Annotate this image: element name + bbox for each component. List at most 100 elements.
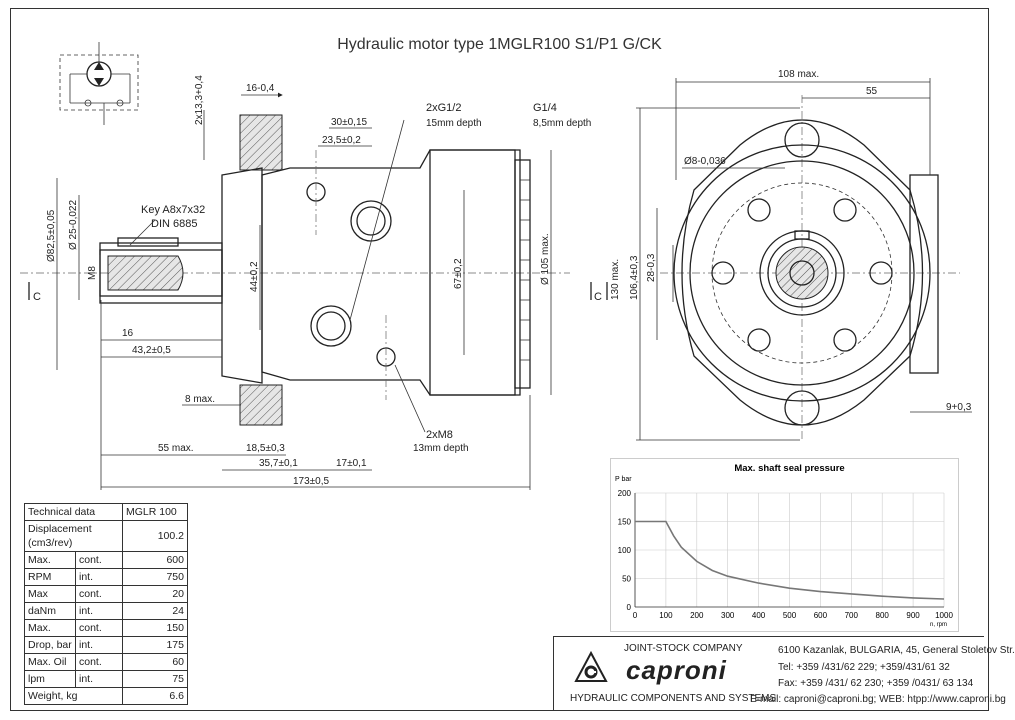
table-row: Max.cont.150: [24, 619, 188, 637]
thread-label: 2xM8: [426, 429, 453, 441]
dim-30-label: 30±0,15: [331, 117, 368, 128]
dim-432-label: 43,2±0,5: [132, 345, 171, 356]
technical-data-table: Technical data MGLR 100 Displacement (cm…: [24, 503, 188, 705]
row-value: 175: [122, 636, 188, 654]
company-fax: Fax: +359 /431/ 62 230; +359 /0431/ 63 1…: [778, 678, 974, 689]
side-dimensions: [28, 92, 592, 490]
row-label: Drop, bar: [24, 636, 76, 654]
company-name: caproni: [626, 655, 727, 685]
dim-9-label: 9+0,3: [946, 402, 972, 413]
dim-2x133-label: 2x13,3+0,4: [194, 75, 205, 125]
dim-130-label: 130 max.: [610, 259, 621, 300]
dim-28-label: 28-0,3: [646, 253, 657, 282]
dim-8036-label: Ø8-0,036: [684, 156, 726, 167]
row-mode: cont.: [75, 619, 123, 637]
table-header-row: Technical data MGLR 100: [24, 503, 188, 521]
dim-235-label: 23,5±0,2: [322, 135, 361, 146]
row-value: 24: [122, 602, 188, 620]
front-dimensions: [606, 78, 972, 441]
company-type: JOINT-STOCK COMPANY: [624, 643, 743, 654]
row-label: Max. Oil: [24, 653, 76, 671]
section-c-right-label: C: [594, 291, 602, 303]
dim-55-label: 55: [866, 86, 878, 97]
thread-depth-label: 13mm depth: [413, 443, 469, 454]
row-value: 600: [122, 551, 188, 569]
hydraulic-symbol-icon: [59, 42, 139, 125]
row-value: 100.2: [122, 520, 188, 552]
row-label: Max: [24, 585, 76, 603]
y-tick-label: 150: [618, 518, 632, 527]
y-tick-label: 200: [618, 489, 632, 498]
din-label: DIN 6885: [151, 218, 197, 230]
drawing-frame: [10, 8, 989, 711]
row-value: 60: [122, 653, 188, 671]
x-tick-label: 100: [659, 611, 673, 620]
row-label: daNm: [24, 602, 76, 620]
row-label: Max.: [24, 551, 76, 569]
row-mode: cont.: [75, 653, 123, 671]
dim-185-label: 18,5±0,3: [246, 443, 285, 454]
row-label: RPM: [24, 568, 76, 586]
dim-m8-label: M8: [87, 266, 98, 280]
x-tick-label: 0: [633, 611, 638, 620]
dim-55max-label: 55 max.: [158, 443, 194, 454]
pressure-series-line: [635, 520, 945, 600]
dim-825-label: Ø82,5±0,05: [46, 209, 57, 262]
dim-67-label: 67±0,2: [453, 258, 464, 289]
company-tel: Tel: +359 /431/62 229; +359/431/61 32: [778, 662, 950, 673]
drawing-title: Hydraulic motor type 1MGLR100 S1/P1 G/CK: [337, 36, 662, 53]
x-tick-label: 900: [906, 611, 920, 620]
port-drain-depth-label: 8,5mm depth: [533, 118, 591, 129]
table-header-label: Technical data: [24, 503, 123, 521]
x-tick-label: 200: [690, 611, 704, 620]
caproni-logo-icon: [574, 650, 608, 682]
dim-25-label: Ø 25-0,022: [68, 200, 79, 250]
y-tick-label: 50: [622, 575, 631, 584]
dim-17-label: 17±0,1: [336, 458, 367, 469]
y-tick-label: 0: [627, 603, 632, 612]
x-tick-label: 1000: [935, 611, 953, 620]
dim-16b-label: 16: [122, 328, 134, 339]
dim-44-label: 44±0,2: [249, 261, 260, 292]
port-drain-label: G1/4: [533, 102, 557, 114]
company-tagline: HYDRAULIC COMPONENTS AND SYSTEMS: [570, 693, 777, 704]
y-tick-label: 100: [618, 546, 632, 555]
x-axis-label: n, rpm: [930, 622, 947, 628]
row-label: Weight, kg: [24, 687, 123, 705]
motor-front-view: [660, 95, 960, 440]
key-label: Key A8x7x32: [141, 204, 205, 216]
dim-108-label: 108 max.: [778, 69, 819, 80]
x-tick-label: 800: [876, 611, 890, 620]
row-mode: cont.: [75, 585, 123, 603]
row-value: 75: [122, 670, 188, 688]
x-tick-label: 700: [845, 611, 859, 620]
row-label: Displacement (cm3/rev): [24, 520, 123, 552]
row-value: 6.6: [122, 687, 188, 705]
row-value: 750: [122, 568, 188, 586]
motor-side-view: [20, 114, 570, 426]
section-c-left-label: C: [33, 291, 41, 303]
row-value: 20: [122, 585, 188, 603]
company-email: E-mail: caproni@caproni.bg; WEB: htpp://…: [750, 694, 1006, 705]
x-tick-label: 300: [721, 611, 735, 620]
table-header-model: MGLR 100: [122, 503, 188, 521]
row-mode: int.: [75, 636, 123, 654]
company-address: 6100 Kazanlak, BULGARIA, 45, General Sto…: [778, 645, 1015, 656]
dim-173-label: 173±0,5: [293, 476, 330, 487]
dim-16-label: 16-0,4: [246, 83, 275, 94]
row-label: lpm: [24, 670, 76, 688]
port-main-depth-label: 15mm depth: [426, 118, 482, 129]
port-main-label: 2xG1/2: [426, 102, 461, 114]
dim-1064-label: 106,4±0,3: [629, 255, 640, 300]
x-tick-label: 400: [752, 611, 766, 620]
row-mode: int.: [75, 670, 123, 688]
